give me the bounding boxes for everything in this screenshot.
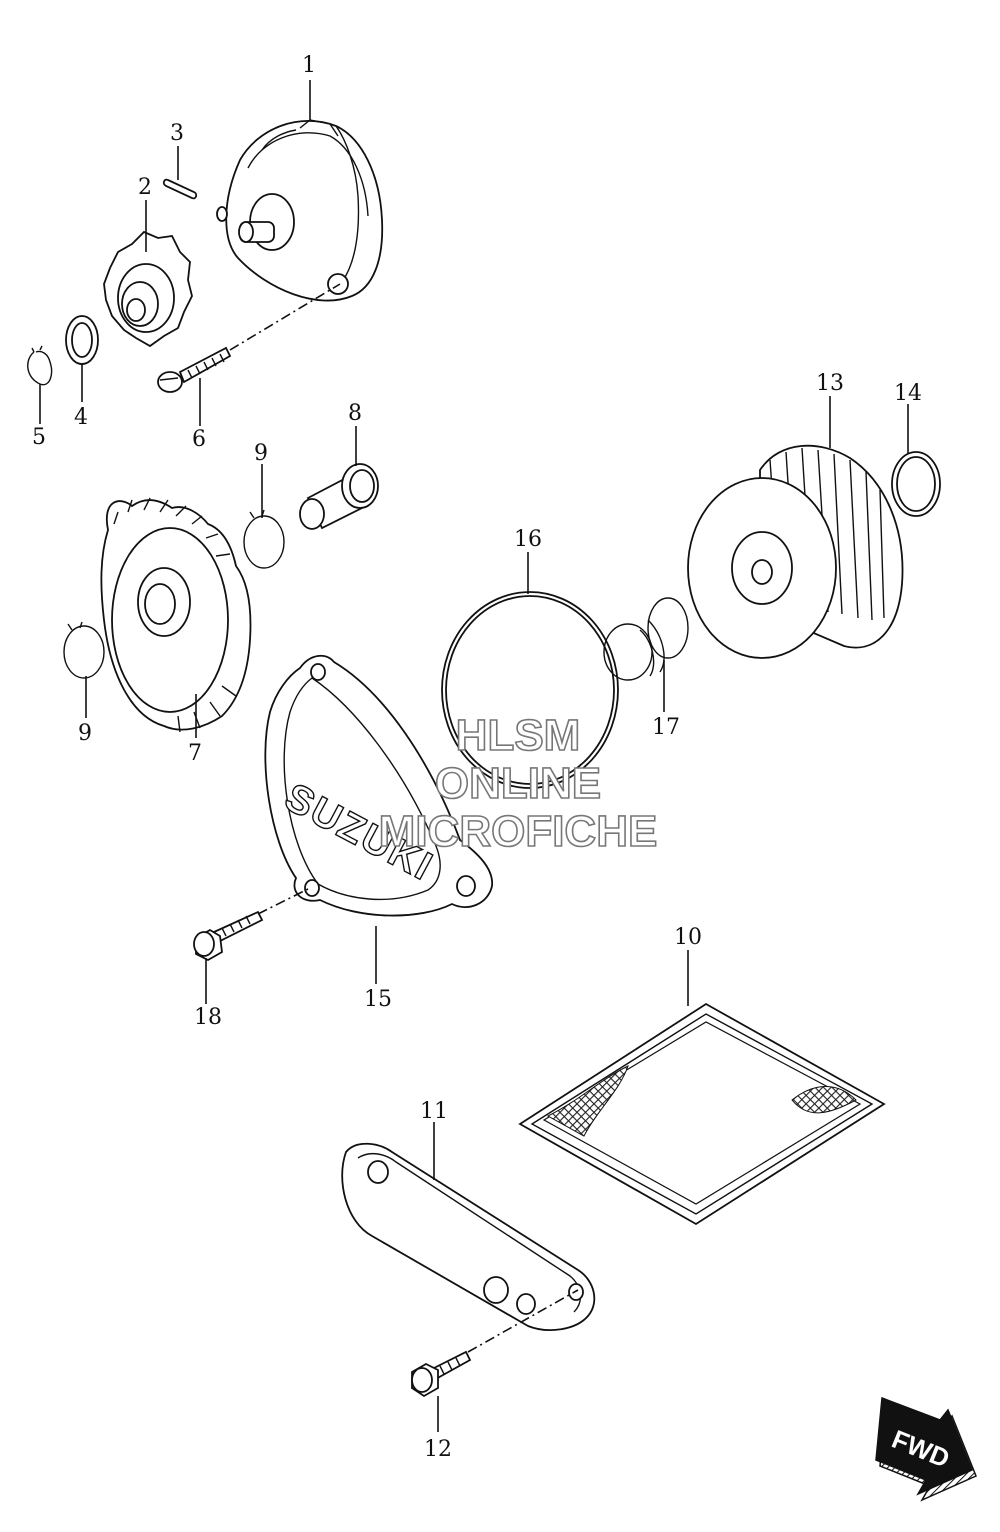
strainer-plate <box>341 1142 596 1331</box>
callout-14: 14 <box>894 381 922 406</box>
callout-2: 2 <box>138 175 152 200</box>
pin <box>162 178 198 200</box>
filter-cover: SUZUKI <box>264 654 493 917</box>
callout-12: 12 <box>424 1437 452 1462</box>
watermark: HLSM ONLINE MICROFICHE <box>378 710 658 857</box>
callout-18: 18 <box>194 1005 222 1030</box>
callout-5: 5 <box>32 425 46 450</box>
leader-lines <box>39 80 909 1432</box>
callout-9-upper: 9 <box>254 441 268 466</box>
watermark-line-1: HLSM <box>456 711 581 760</box>
cover-o-ring <box>441 591 619 789</box>
plate-bolt <box>411 1350 472 1398</box>
callout-3: 3 <box>170 121 184 146</box>
oil-pump-body <box>216 119 384 302</box>
relief-valve <box>299 463 379 530</box>
circlip-upper <box>243 509 285 569</box>
pump-gear <box>103 230 193 348</box>
washer <box>65 315 99 365</box>
filter-spring <box>603 597 689 681</box>
callout-10: 10 <box>674 925 702 950</box>
filter-o-ring <box>891 451 941 517</box>
callout-labels: 1 2 3 4 5 6 7 8 9 9 10 11 12 13 14 15 16… <box>32 53 922 1462</box>
callout-9-lower: 9 <box>78 721 92 746</box>
watermark-line-3: MICROFICHE <box>379 807 658 856</box>
callout-17: 17 <box>652 715 680 740</box>
callout-6: 6 <box>192 427 206 452</box>
callout-7: 7 <box>188 741 202 766</box>
callout-15: 15 <box>364 987 392 1012</box>
callout-16: 16 <box>514 527 542 552</box>
oil-strainer <box>518 1002 886 1226</box>
watermark-line-2: ONLINE <box>435 759 601 808</box>
oil-filter <box>687 444 904 659</box>
callout-11: 11 <box>420 1099 448 1124</box>
callout-4: 4 <box>74 405 88 430</box>
circlip-small <box>27 345 53 386</box>
callout-1: 1 <box>302 53 316 78</box>
circlip-lower <box>63 621 105 679</box>
callout-13: 13 <box>816 371 844 396</box>
forward-direction-badge: FWD <box>875 1396 977 1502</box>
callout-8: 8 <box>348 401 362 426</box>
cover-bolt <box>193 910 264 962</box>
pump-screw <box>157 346 232 393</box>
driven-gear <box>100 497 252 733</box>
